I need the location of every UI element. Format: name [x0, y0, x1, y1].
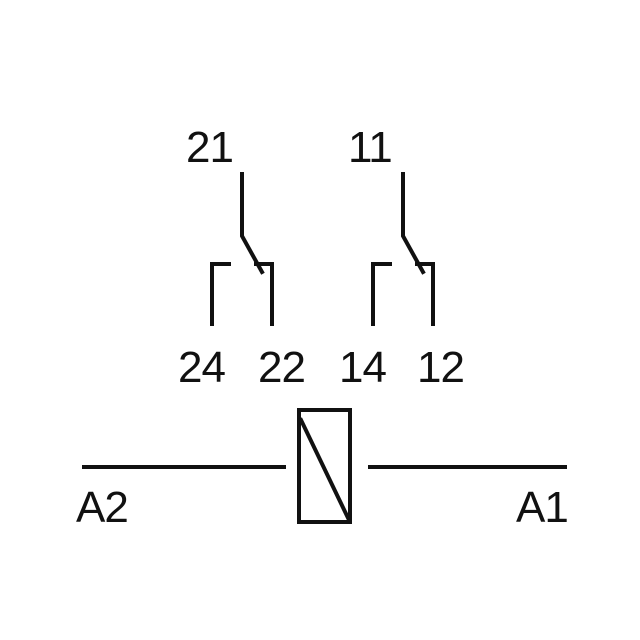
contact-2-common-switch-arm	[401, 172, 426, 275]
coil: A2 A1	[76, 408, 569, 532]
contact-1-nc-label: 22	[258, 343, 305, 392]
contact-2-no-label: 14	[339, 343, 386, 392]
contact-set-1: 21 24 22	[178, 123, 306, 392]
contact-1-no-label: 24	[178, 343, 225, 392]
contact-1-common-switch-arm	[240, 172, 265, 275]
contact-2-nc-terminal-line	[415, 262, 435, 326]
contact-2-nc-label: 12	[417, 343, 464, 392]
coil-terminal-left-label: A2	[76, 483, 128, 532]
contact-1-no-terminal-line	[210, 262, 231, 326]
contact-set-2: 11 14 12	[339, 123, 465, 392]
contact-2-common-label: 11	[348, 123, 392, 172]
contact-1-nc-terminal-line	[254, 262, 274, 326]
coil-box	[297, 408, 352, 524]
coil-diagonal	[298, 417, 352, 523]
contact-1-common-label: 21	[186, 123, 233, 172]
contact-2-no-terminal-line	[371, 262, 392, 326]
coil-terminal-right-label: A1	[516, 483, 568, 532]
